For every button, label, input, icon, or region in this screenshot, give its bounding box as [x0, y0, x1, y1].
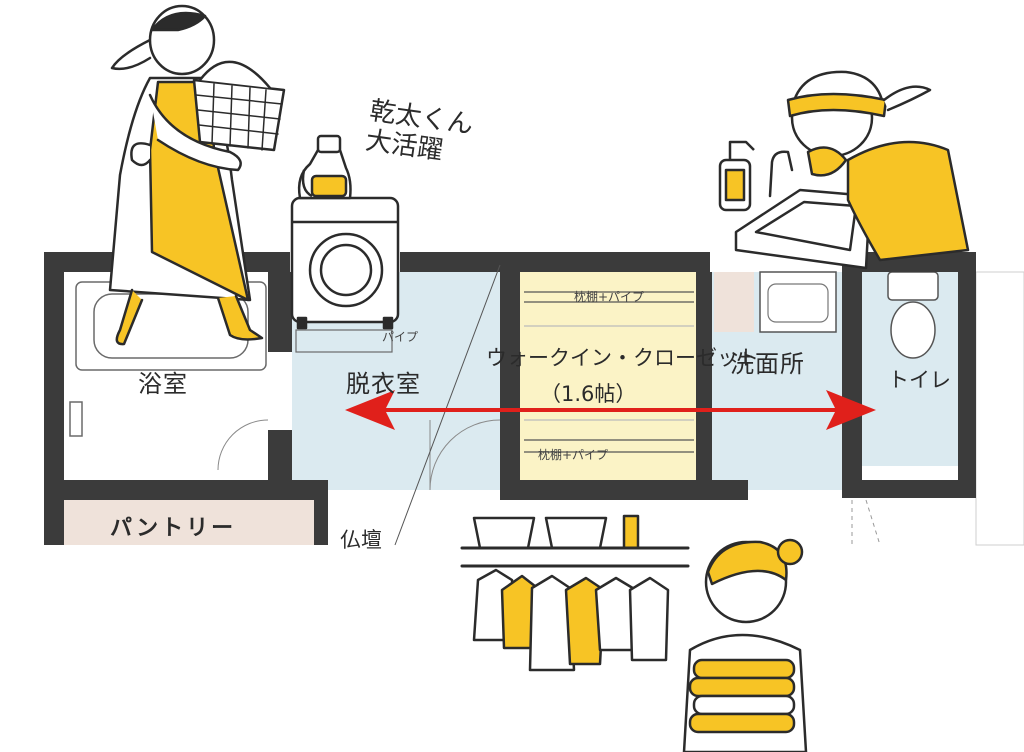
dressing-door-swing	[429, 419, 501, 491]
partial-room-label: 仏壇	[340, 528, 382, 552]
bath-label: 浴室	[138, 370, 188, 398]
bath-door-swing	[217, 419, 269, 471]
washroom-label: 洗面所	[730, 350, 805, 378]
toilet-label: トイレ	[888, 368, 951, 392]
closet-size-label: （1.6帖）	[540, 382, 637, 406]
bath-faucet	[69, 401, 83, 437]
stair-area	[975, 271, 1024, 546]
dressing-room-label: 脱衣室	[346, 370, 421, 398]
shelf-pipe-bottom-label: 枕棚+パイプ	[538, 448, 609, 462]
washroom-hatch	[714, 272, 754, 332]
diagonal-hint-line	[394, 264, 501, 546]
closet-label: ウォークイン・クローゼット	[486, 346, 759, 370]
washer-slot	[295, 329, 393, 353]
toilet-fixture	[887, 271, 939, 359]
circulation-arrow	[345, 390, 876, 430]
closet-shelves	[524, 291, 694, 453]
pantry-label: パントリー	[110, 516, 237, 541]
walls	[44, 252, 976, 545]
closet-fill	[520, 272, 696, 480]
pantry-fill	[64, 500, 314, 545]
shelf-pipe-top-label: 枕棚+パイプ	[574, 290, 645, 304]
pipe-label: パイプ	[382, 330, 419, 344]
